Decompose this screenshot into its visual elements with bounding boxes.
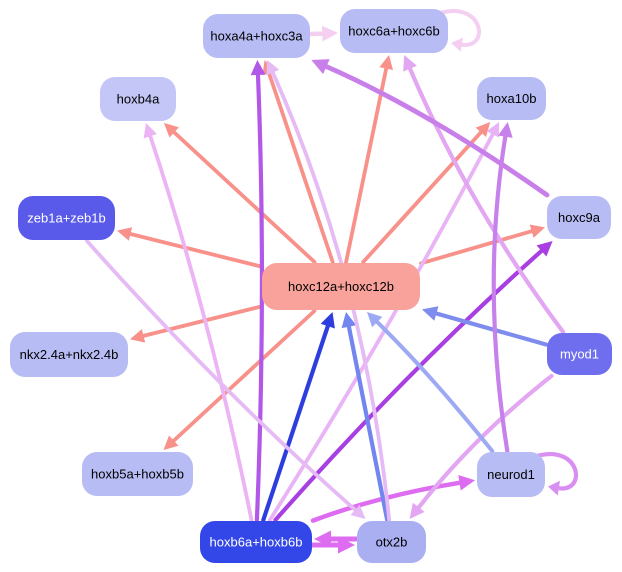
edge-hoxc12a_hoxc12b-hoxb4a: [172, 130, 317, 264]
arrowhead-myod1-hoxc6a_hoxc6b: [403, 55, 417, 72]
arrowhead-hoxb6a_hoxb6b-hoxb4a: [143, 123, 157, 139]
node-label: hoxb4a: [117, 92, 160, 107]
node-label: zeb1a+zeb1b: [27, 211, 105, 226]
node-box[interactable]: [547, 333, 612, 375]
node-box[interactable]: [203, 14, 310, 58]
arrowhead-hoxb6a_hoxb6b-hoxa10b: [486, 122, 500, 138]
node-box[interactable]: [82, 452, 193, 496]
node-hoxc9a[interactable]: hoxc9a: [547, 196, 611, 239]
node-box[interactable]: [547, 196, 611, 239]
node-box[interactable]: [10, 332, 128, 377]
node-label: hoxc12a+hoxc12b: [288, 279, 394, 294]
node-label: hoxc6a+hoxc6b: [348, 24, 439, 39]
edge-hoxc12a_hoxc12b-zeb1a_zeb1b: [128, 232, 263, 269]
edge-myod1-hoxc12a_hoxc12b: [434, 311, 549, 347]
node-hoxc6a_hoxc6b[interactable]: hoxc6a+hoxc6b: [340, 9, 448, 53]
node-hoxc12a_hoxc12b[interactable]: hoxc12a+hoxc12b: [262, 263, 420, 310]
node-hoxb4a[interactable]: hoxb4a: [100, 77, 176, 121]
arrowhead-hoxc6a_hoxc6b-hoxc6a_hoxc6b: [451, 37, 463, 52]
node-box[interactable]: [477, 77, 546, 120]
node-hoxa10b[interactable]: hoxa10b: [477, 77, 546, 120]
node-box[interactable]: [477, 452, 545, 497]
arrowhead-hoxb6a_hoxb6b-neurod1: [458, 475, 475, 491]
arrowhead-myod1-hoxc12a_hoxc12b: [422, 306, 439, 321]
node-zeb1a_zeb1b[interactable]: zeb1a+zeb1b: [18, 196, 115, 240]
edge-myod1-hoxc6a_hoxc6b: [407, 66, 566, 335]
node-label: hoxb6a+hoxb6b: [210, 535, 303, 550]
node-box[interactable]: [357, 521, 426, 563]
edge-hoxc12a_hoxc12b-hoxa4a_hoxc3a: [267, 71, 335, 264]
edge-neurod1-neurod1: [534, 452, 579, 491]
arrowhead-neurod1-hoxa10b: [498, 122, 513, 138]
node-box[interactable]: [18, 196, 115, 240]
node-label: nkx2.4a+nkx2.4b: [20, 347, 119, 362]
arrowhead-myod1-otx2b: [409, 502, 425, 519]
node-neurod1[interactable]: neurod1: [477, 452, 545, 497]
node-myod1[interactable]: myod1: [547, 333, 612, 375]
arrowhead-neurod1-hoxc12a_hoxc12b: [367, 312, 383, 328]
arrowhead-hoxc12a_hoxc12b-nkx24a_nkx24b: [130, 329, 146, 343]
node-box[interactable]: [340, 9, 448, 53]
edge-otx2b-hoxc12a_hoxc12b: [346, 324, 390, 523]
arrowhead-otx2b-hoxb6a_hoxb6b: [314, 530, 331, 548]
arrowhead-hoxc12a_hoxc12b-hoxc9a: [529, 224, 545, 238]
node-label: myod1: [560, 347, 599, 362]
edge-hoxc9a-hoxa4a_hoxc3a: [324, 64, 550, 198]
node-label: hoxa10b: [487, 91, 537, 106]
node-otx2b[interactable]: otx2b: [357, 521, 426, 563]
arrowhead-hoxb6a_hoxb6b-hoxc9a: [536, 241, 553, 257]
node-hoxb6a_hoxb6b[interactable]: hoxb6a+hoxb6b: [200, 521, 312, 563]
edge-hoxc6a_hoxc6b-hoxc6a_hoxc6b: [438, 9, 481, 47]
node-box[interactable]: [262, 263, 420, 310]
arrowhead-hoxb6a_hoxb6b-hoxa4a_hoxc3a: [250, 60, 266, 76]
arrowhead-hoxc12a_hoxc12b-hoxc6a_hoxc6b: [379, 55, 393, 70]
edge-hoxb6a_hoxb6b-hoxc9a: [273, 248, 544, 523]
edge-neurod1-hoxa10b: [491, 134, 510, 454]
edge-hoxc12a_hoxc12b-hoxb5a_hoxb5b: [171, 309, 317, 443]
node-label: hoxa4a+hoxc3a: [210, 29, 303, 44]
edge-hoxb6a_hoxb6b-hoxc12a_hoxc12b: [261, 324, 330, 523]
arrowhead-neurod1-neurod1: [548, 480, 560, 496]
node-label: hoxc9a: [558, 210, 601, 225]
arrowhead-hoxc12a_hoxc12b-zeb1a_zeb1b: [117, 227, 133, 241]
edge-hoxc12a_hoxc12b-hoxc6a_hoxc6b: [344, 66, 389, 264]
node-hoxb5a_hoxb5b[interactable]: hoxb5a+hoxb5b: [82, 452, 193, 496]
edge-hoxb6a_hoxb6b-hoxb4a: [148, 134, 254, 522]
node-box[interactable]: [200, 521, 312, 563]
arrowhead-otx2b-hoxa4a_hoxc3a: [266, 60, 280, 76]
arrowhead-hoxa4a_hoxc3a-hoxc6a_hoxc6b: [322, 25, 338, 42]
edge-hoxc12a_hoxc12b-hoxa10b: [361, 130, 483, 264]
edge-zeb1a_zeb1b-otx2b: [85, 239, 357, 512]
node-layer: hoxa4a+hoxc3a hoxc6a+hoxc6b hoxb4a hoxa10b z…: [10, 9, 612, 563]
edge-hoxb6a_hoxb6b-hoxa10b: [268, 132, 495, 522]
arrowhead-hoxc12a_hoxc12b-hoxb4a: [164, 123, 179, 138]
edge-neurod1-hoxc12a_hoxc12b: [375, 320, 495, 453]
node-box[interactable]: [100, 77, 176, 121]
arrowhead-otx2b-hoxc12a_hoxc12b: [341, 312, 357, 329]
edge-hoxb6a_hoxb6b-hoxa4a_hoxc3a: [254, 72, 265, 523]
node-label: otx2b: [376, 535, 408, 550]
edge-hoxc12a_hoxc12b-hoxc9a: [419, 229, 534, 266]
arrowhead-zeb1a_zeb1b-otx2b: [350, 504, 366, 519]
arrowhead-hoxb6a_hoxb6b-hoxc12a_hoxc12b: [320, 312, 335, 329]
node-label: hoxb5a+hoxb5b: [91, 467, 184, 482]
edge-myod1-otx2b: [416, 373, 554, 510]
node-hoxa4a_hoxc3a[interactable]: hoxa4a+hoxc3a: [203, 14, 310, 58]
node-label: neurod1: [487, 467, 535, 482]
edge-layer: [85, 9, 579, 554]
node-nkx24a_nkx24b[interactable]: nkx2.4a+nkx2.4b: [10, 332, 128, 377]
arrowhead-hoxc9a-hoxa4a_hoxc3a: [311, 59, 330, 75]
arrowhead-hoxc12a_hoxc12b-hoxb5a_hoxb5b: [163, 435, 179, 450]
arrowhead-hoxc12a_hoxc12b-hoxa10b: [475, 122, 491, 137]
